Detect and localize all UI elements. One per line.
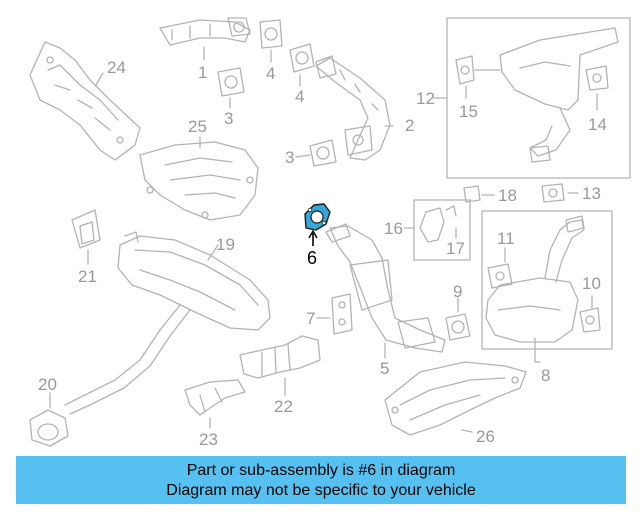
callout-18: 18 — [498, 186, 517, 205]
callout-10: 10 — [582, 274, 601, 293]
callout-12: 12 — [416, 89, 435, 108]
banner-line-disclaimer: Diagram may not be specific to your vehi… — [166, 482, 476, 499]
parts-diagram — [29, 17, 631, 447]
part-2-pipe — [315, 55, 391, 161]
callout-15: 15 — [459, 102, 478, 121]
callout-19: 19 — [216, 235, 235, 254]
callout-20: 20 — [38, 375, 57, 394]
part-5-catalytic-converter — [325, 223, 446, 353]
callout-6[interactable]: 6 — [307, 248, 318, 268]
callout-21: 21 — [78, 267, 97, 286]
callout-25: 25 — [188, 117, 207, 136]
inset-box-muffler-top — [446, 17, 631, 179]
callout-2: 2 — [405, 116, 415, 135]
info-banner: Part or sub-assembly is #6 in diagram Di… — [16, 456, 626, 504]
part-11-hanger — [487, 263, 513, 289]
part-15-hanger — [455, 55, 475, 85]
part-13-gasket — [541, 183, 565, 203]
callout-16: 16 — [384, 219, 403, 238]
callout-8: 8 — [541, 366, 551, 385]
callout-13: 13 — [582, 184, 601, 203]
leader-26 — [461, 429, 473, 433]
callout-22: 22 — [274, 397, 293, 416]
callout-14: 14 — [588, 115, 607, 134]
inset-box-muffler-bottom — [481, 210, 613, 350]
callout-1: 1 — [198, 63, 208, 82]
part-12-rear-muffler — [474, 27, 619, 163]
callout-7: 7 — [306, 309, 316, 328]
part-22-hose — [239, 335, 321, 379]
inset-box-sensor — [413, 199, 471, 261]
part-3-gasket-a — [217, 67, 245, 97]
part-23-bracket — [184, 379, 246, 416]
leader-3b — [295, 154, 311, 158]
callout-17: 17 — [446, 239, 465, 258]
callout-3b: 3 — [285, 148, 295, 167]
callout-11: 11 — [497, 229, 515, 248]
callout-9: 9 — [453, 282, 463, 301]
part-10-hanger — [579, 307, 601, 333]
callout-4b: 4 — [295, 87, 305, 106]
callout-3a: 3 — [224, 109, 234, 128]
leader-19 — [207, 244, 219, 261]
part-21-hanger — [71, 209, 101, 249]
part-19-muffler — [117, 231, 271, 331]
callout-24: 24 — [107, 58, 126, 77]
callout-26: 26 — [476, 427, 495, 446]
part-6-gasket-highlighted[interactable] — [304, 203, 331, 231]
callout-5: 5 — [380, 359, 390, 378]
part-4-gasket-b — [289, 43, 315, 73]
part-25-heat-shield — [139, 141, 259, 221]
leader-6-arrow — [308, 229, 318, 239]
part-3-gasket-b — [309, 139, 337, 167]
part-24-heat-shield — [29, 41, 141, 161]
part-26-heat-shield — [384, 361, 527, 436]
part-18-gasket — [463, 185, 481, 203]
callout-4a: 4 — [266, 64, 276, 83]
part-14-hanger — [585, 65, 609, 91]
part-7-bracket — [331, 293, 353, 335]
part-9-gasket — [445, 313, 471, 341]
leader-8 — [534, 337, 541, 363]
part-4-gasket-a — [259, 19, 283, 49]
part-8-front-muffler — [485, 215, 585, 343]
part-20-pipe — [29, 304, 191, 447]
leader-24 — [95, 72, 104, 86]
part-1-pipe — [159, 17, 251, 46]
banner-line-part-number: Part or sub-assembly is #6 in diagram — [186, 462, 456, 479]
callout-23: 23 — [199, 430, 218, 449]
part-17-sensor — [419, 205, 457, 243]
